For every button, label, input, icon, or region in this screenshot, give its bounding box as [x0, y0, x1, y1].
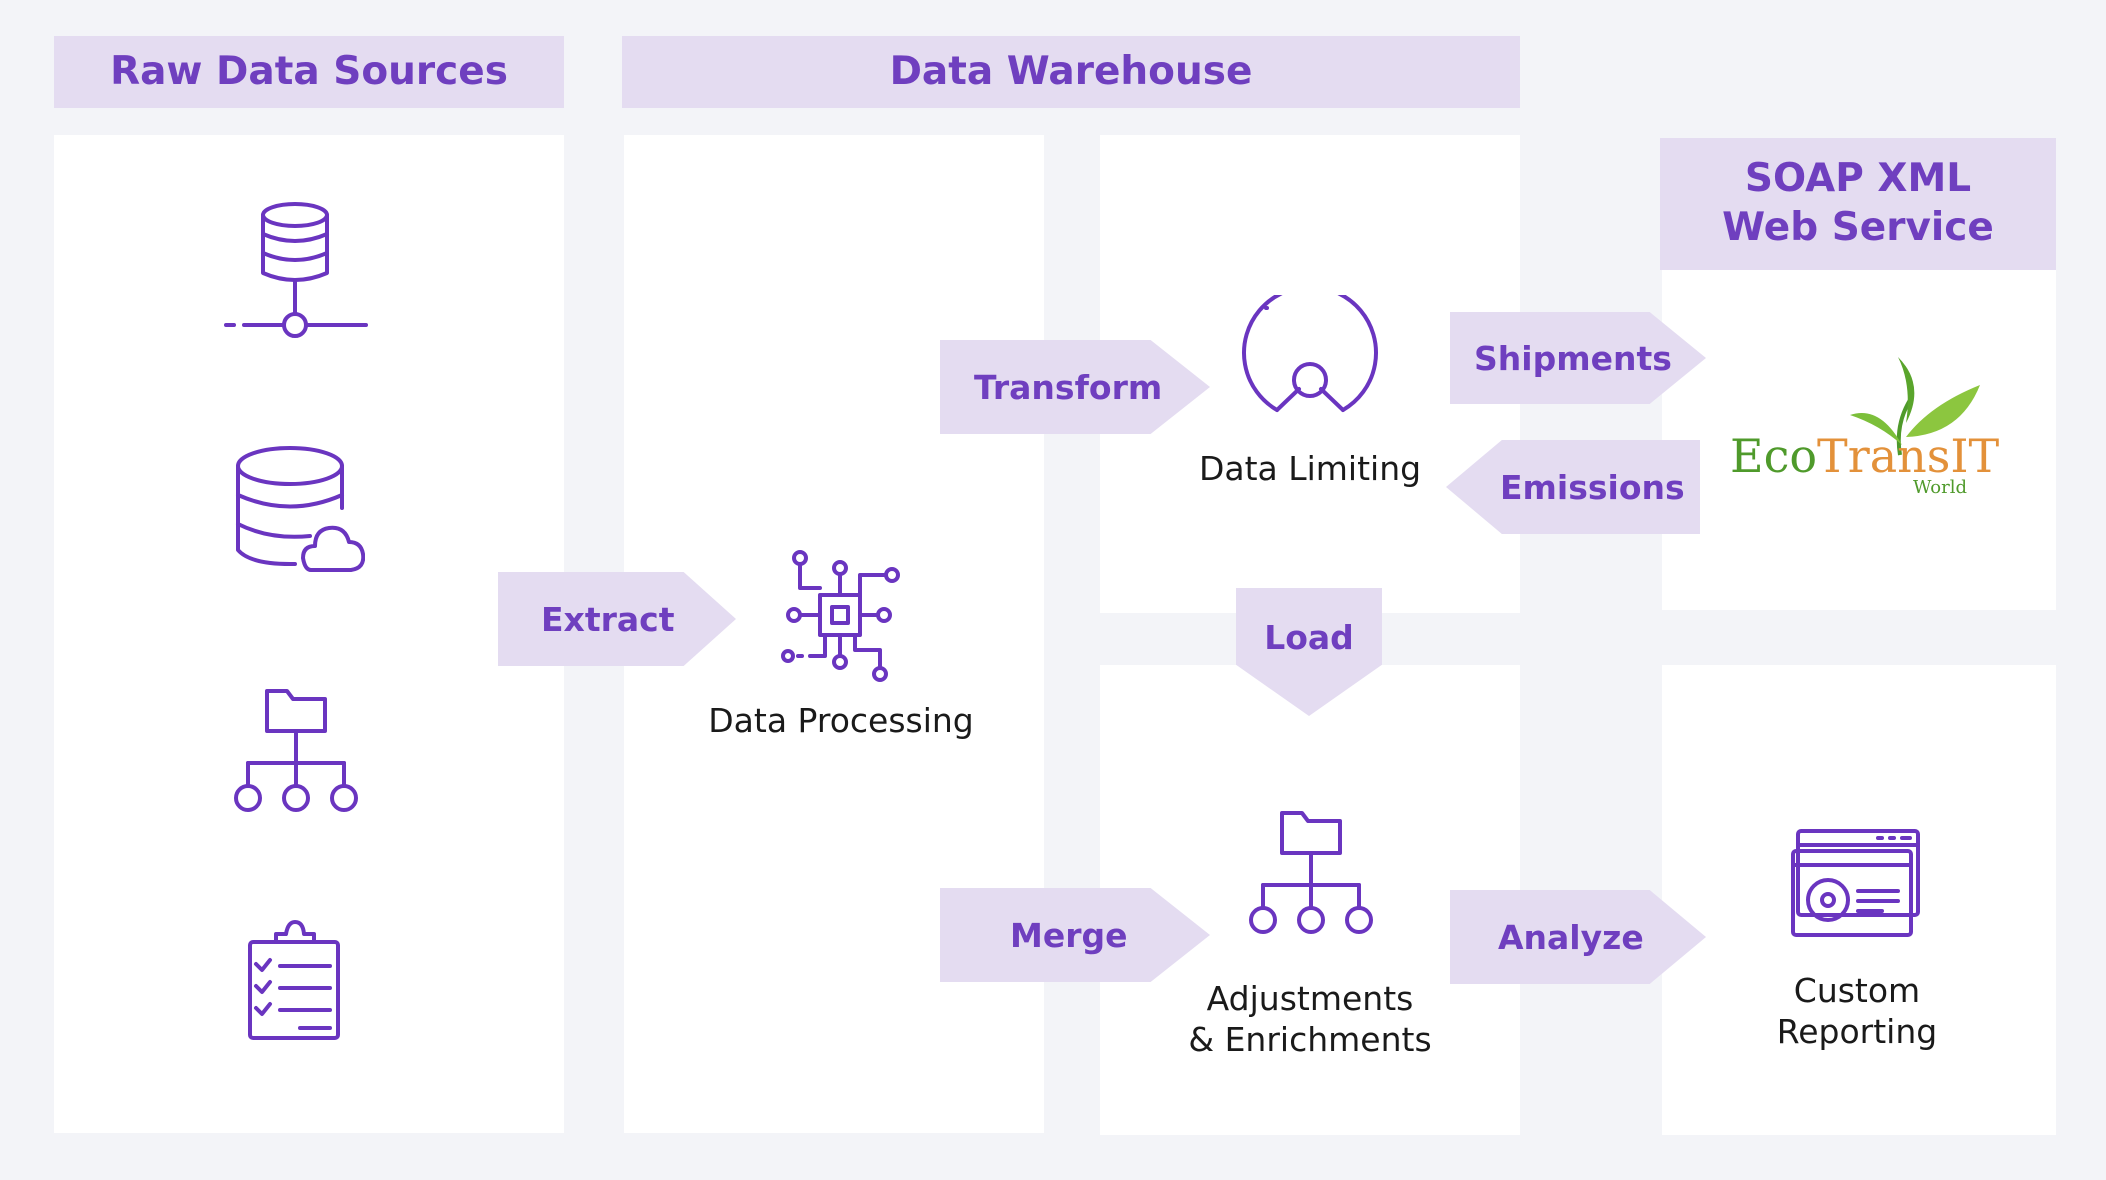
data-warehouse-title: Data Warehouse: [889, 48, 1253, 94]
data-warehouse-header: Data Warehouse: [622, 36, 1520, 108]
cpu-circuit-icon: [780, 550, 905, 685]
ecotransit-logo: EcoTransIT World: [1730, 345, 1999, 505]
adjustments-label-line2: & Enrichments: [1188, 1020, 1432, 1060]
transform-label: Transform: [974, 367, 1163, 407]
load-label: Load: [1264, 618, 1354, 657]
ecotransit-wordmark: EcoTransIT: [1730, 433, 1999, 479]
emissions-label: Emissions: [1500, 467, 1685, 507]
leaf-icon: [1850, 357, 1980, 456]
extract-arrow: Extract: [498, 572, 736, 666]
custom-reporting-label: Custom Reporting: [1680, 970, 2034, 1060]
transform-arrow: Transform: [940, 340, 1210, 434]
custom-reporting-line2: Reporting: [1776, 1012, 1938, 1052]
soap-title-line1: SOAP XML: [1744, 156, 1972, 202]
folder-hierarchy-icon: [1240, 805, 1380, 940]
logo-transit-text: TransIT: [1817, 429, 2000, 483]
raw-data-sources-header: Raw Data Sources: [54, 36, 564, 108]
soap-title-line2: Web Service: [1722, 205, 1994, 250]
logo-eco-text: Eco: [1730, 429, 1818, 483]
custom-reporting-line1: Custom: [1793, 971, 1921, 1010]
analyze-arrow: Analyze: [1450, 890, 1706, 984]
network-database-icon: [220, 195, 370, 340]
analyze-label: Analyze: [1498, 917, 1644, 957]
raw-data-sources-title: Raw Data Sources: [110, 48, 508, 94]
clipboard-checklist-icon: [240, 918, 350, 1043]
adjustments-label-line1: Adjustments: [1206, 979, 1414, 1018]
merge-label: Merge: [1010, 915, 1128, 955]
extract-label: Extract: [541, 599, 675, 639]
merge-arrow: Merge: [940, 888, 1210, 982]
soap-xml-web-service-header: SOAP XML Web Service: [1660, 138, 2056, 270]
logo-world-text: World: [1913, 477, 1967, 498]
data-limiting-label: Data Limiting: [1198, 449, 1422, 488]
cloud-database-icon: [225, 440, 365, 580]
adjustments-label: Adjustments & Enrichments: [1140, 978, 1480, 1068]
folder-hierarchy-icon: [225, 683, 365, 818]
shipments-label: Shipments: [1474, 338, 1672, 378]
limit-gauge-icon: [1235, 295, 1385, 420]
data-processing-label: Data Processing: [708, 701, 974, 740]
emissions-arrow: Emissions: [1446, 440, 1700, 534]
shipments-arrow: Shipments: [1450, 312, 1706, 404]
dashboard-browser-icon: [1790, 825, 1920, 940]
